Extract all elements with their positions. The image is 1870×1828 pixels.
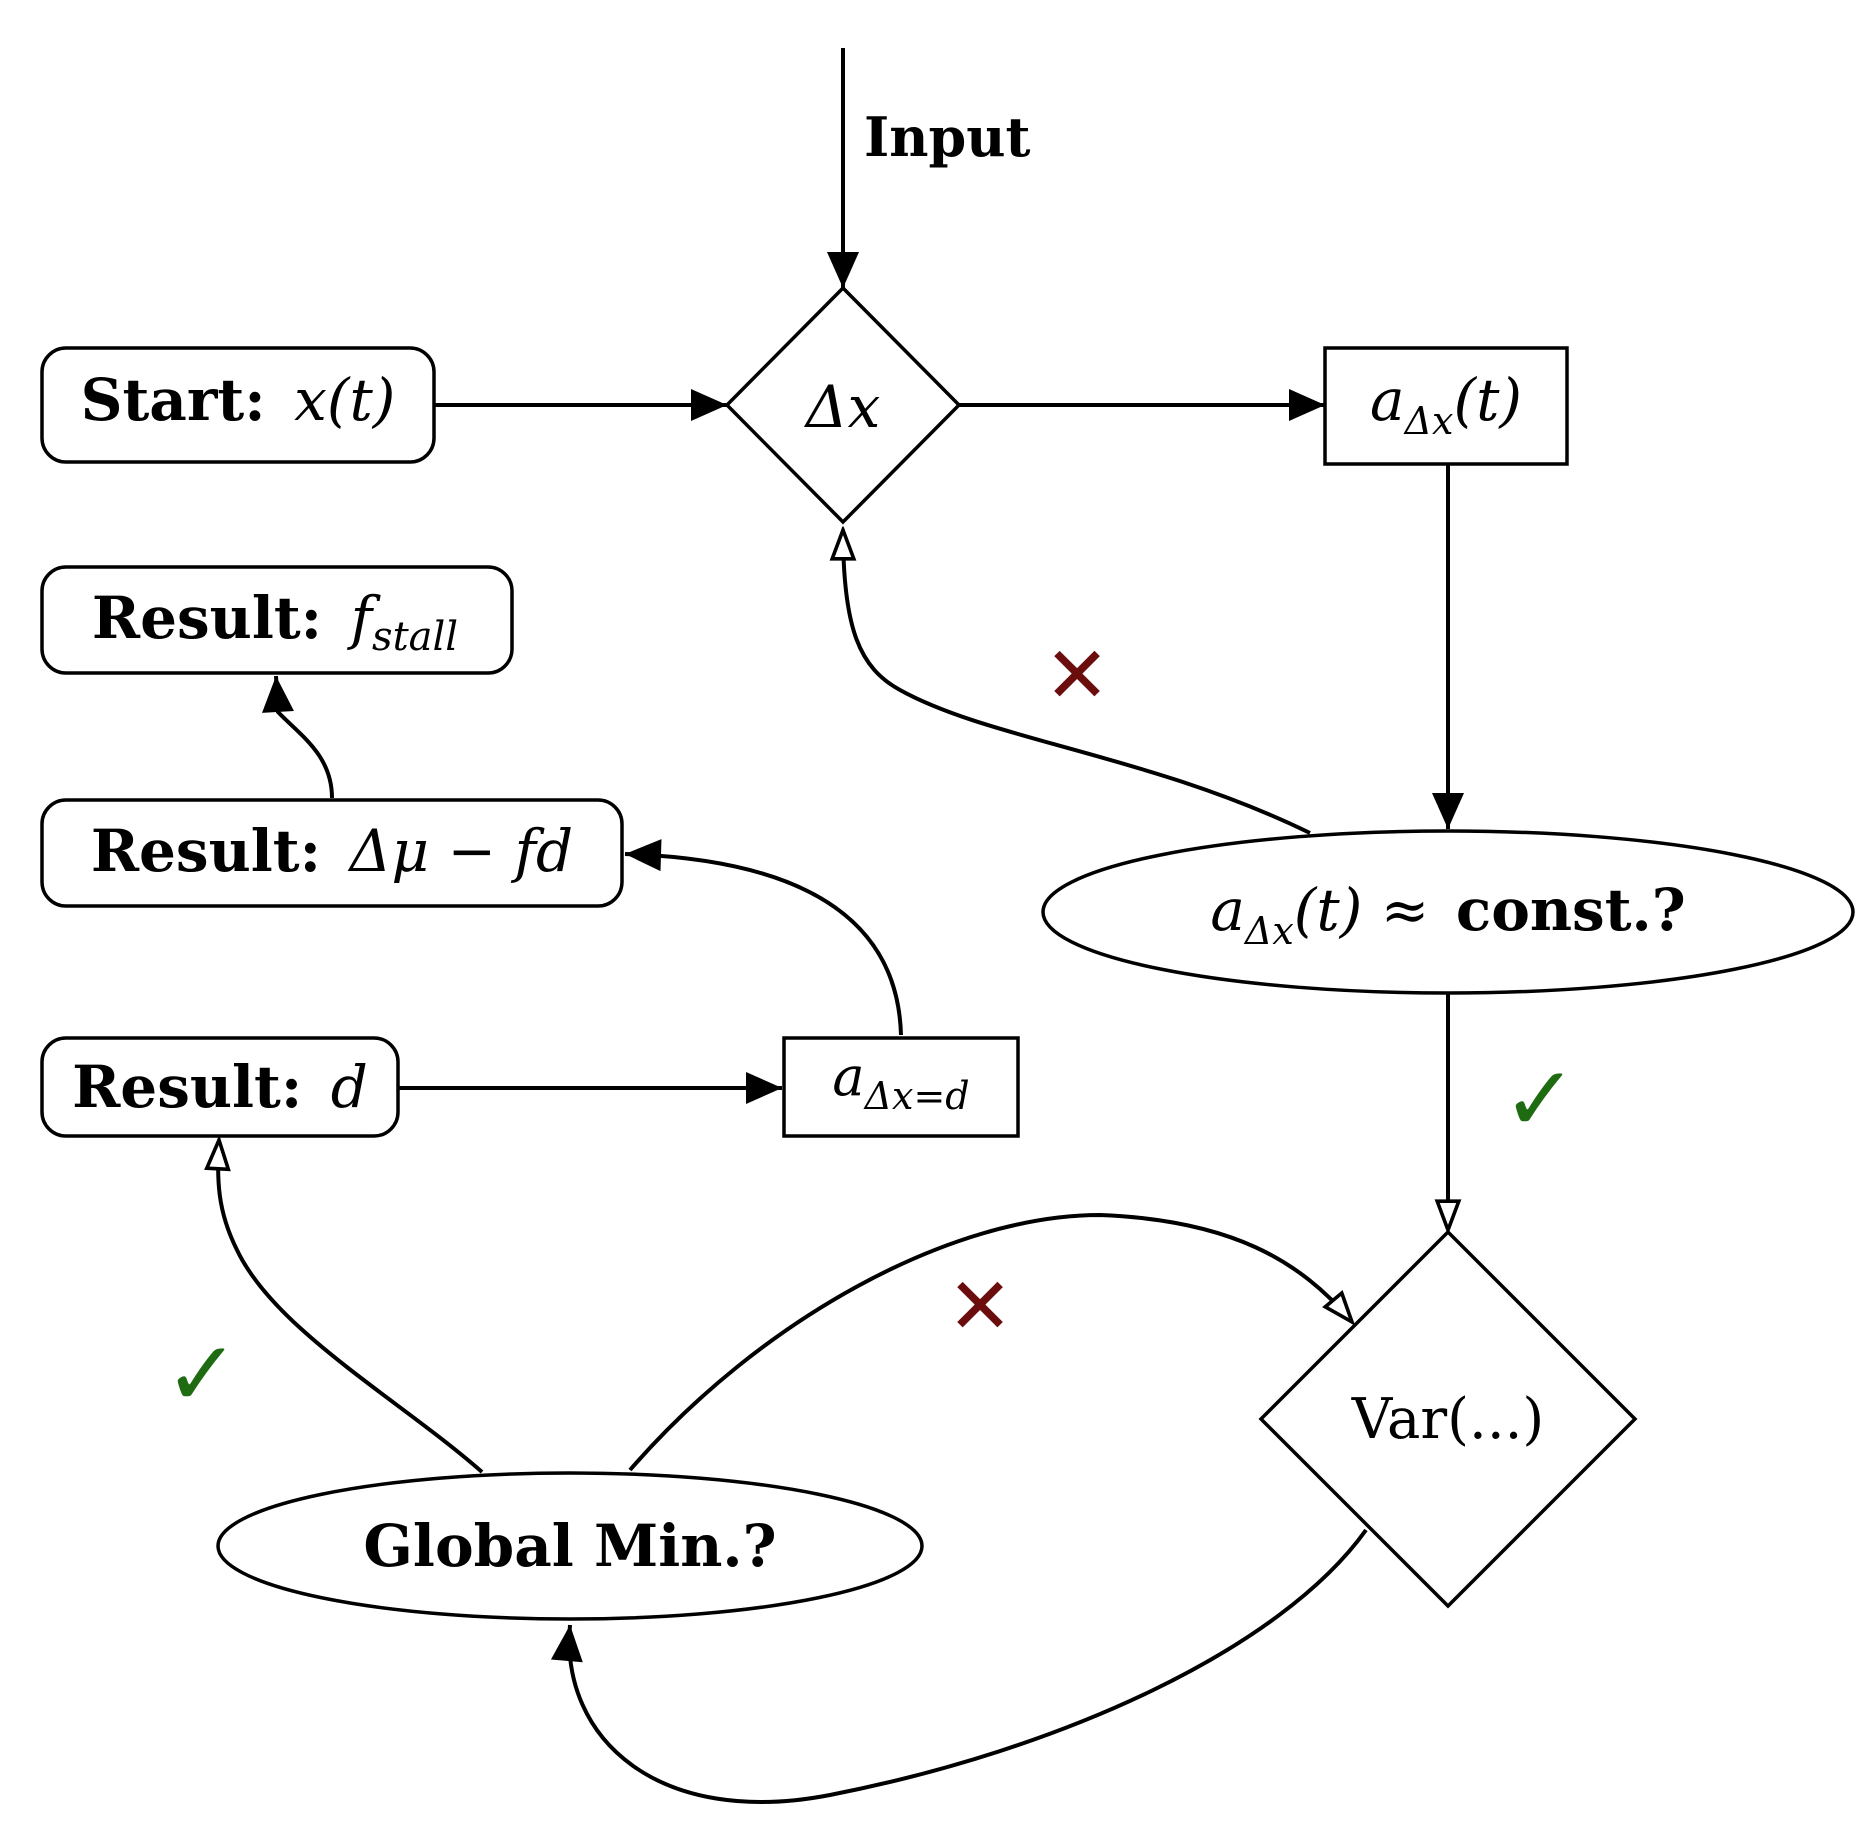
result-dmu-node: Result: Δμ − fd <box>40 798 624 908</box>
result-d-prefix: Result: <box>72 1053 302 1121</box>
a-delta-x-d-node: aΔx=d <box>782 1036 1020 1138</box>
svg-text:aΔx(t): aΔx(t) <box>1370 366 1522 443</box>
edge-var-to-globalmin <box>550 1528 1368 1805</box>
result-fstall-node: Result: fstall <box>40 565 514 675</box>
result-d-expr: d <box>331 1053 368 1121</box>
const-check-arg: (t) ≈ <box>1294 876 1430 944</box>
result-d-node: Result: d <box>40 1036 400 1138</box>
start-prefix: Start: <box>81 366 266 434</box>
global-min-label: Global Min.? <box>363 1512 776 1580</box>
var-node: Var(...) <box>1258 1229 1638 1609</box>
a-delta-x-base: a <box>1370 366 1405 434</box>
result-fstall-sub: stall <box>372 614 458 660</box>
svg-text:Result: Δμ − fd: Result: Δμ − fd <box>91 817 573 885</box>
var-label: Var(...) <box>1351 1387 1545 1452</box>
result-dmu-prefix: Result: <box>91 817 321 885</box>
global-min-node: Global Min.? <box>216 1471 924 1621</box>
cross-icon: ✕ <box>1044 631 1109 721</box>
const-check-sub: Δx <box>1243 909 1294 953</box>
a-delta-x-sub: Δx <box>1403 399 1454 443</box>
svg-text:aΔx(t) ≈ const.?: aΔx(t) ≈ const.? <box>1210 876 1685 953</box>
check-icon: ✓ <box>164 1322 239 1427</box>
edge-result-dmu-to-result-fstall <box>262 675 334 799</box>
a-delta-x-d-base: a <box>832 1045 864 1108</box>
edge-globalmin-yes-to-result-d <box>218 1140 484 1474</box>
const-check-base: a <box>1210 876 1245 944</box>
svg-text:Result: fstall: Result: fstall <box>92 584 458 660</box>
delta-x-node: Δx <box>724 285 962 525</box>
svg-text:Start: x(t): Start: x(t) <box>81 366 396 434</box>
a-delta-x-d-sub: Δx=d <box>863 1074 970 1118</box>
edge-const-no-to-deltax <box>843 530 1311 835</box>
const-check-node: aΔx(t) ≈ const.? <box>1041 829 1855 995</box>
cross-icon: ✕ <box>947 1262 1012 1352</box>
delta-x-label: Δx <box>804 373 881 441</box>
check-icon: ✓ <box>1502 1047 1577 1152</box>
input-label: Input <box>864 105 1031 169</box>
svg-text:Result: d: Result: d <box>72 1053 368 1121</box>
result-dmu-expr: Δμ − fd <box>348 817 574 885</box>
const-check-bold: const.? <box>1456 876 1686 944</box>
edge-adeltaxd-to-result-dmu <box>624 839 903 1036</box>
svg-text:aΔx=d: aΔx=d <box>832 1045 969 1118</box>
a-delta-x-node: aΔx(t) <box>1323 346 1569 466</box>
edge-globalmin-no-to-var <box>628 1212 1352 1472</box>
a-delta-x-arg: (t) <box>1453 366 1522 434</box>
start-expr: x(t) <box>294 366 395 434</box>
start-node: Start: x(t) <box>40 346 436 464</box>
result-fstall-prefix: Result: <box>92 584 322 652</box>
